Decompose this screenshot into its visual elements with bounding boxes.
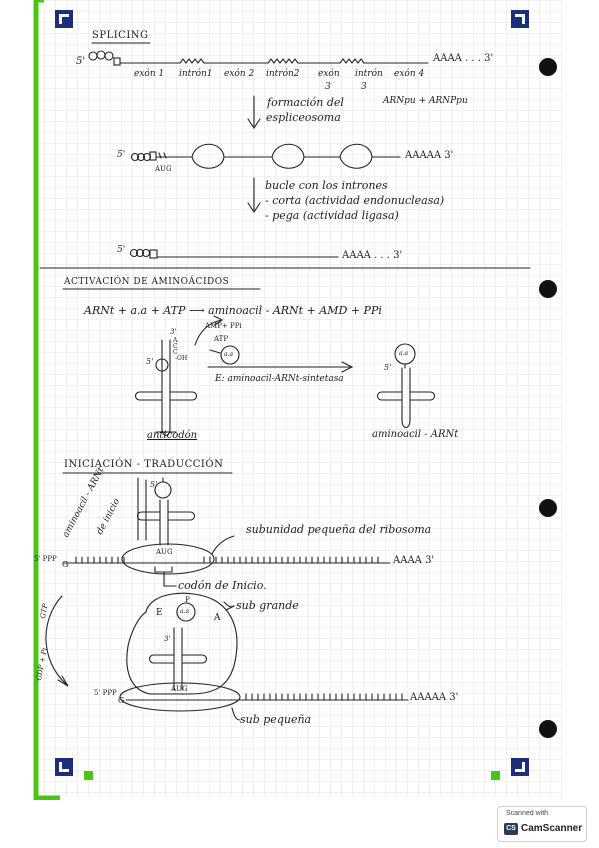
scanned-with-label: Scanned with [506,810,549,817]
segment-label: exón 4 [394,69,425,79]
activation-title: ACTIVACIÓN DE AMINOÁCIDOS [64,277,230,287]
camscanner-label: CamScanner [521,823,583,834]
segment-label: intrón2 [266,69,300,79]
step1-side-note: ARNpu + ARNPpu [383,96,468,106]
binder-hole [539,58,557,76]
aa-circle-label: a.a [399,350,409,357]
splicing-title: SPLICING [92,30,149,41]
aug-label: AUG [171,685,188,693]
five-prime-label: 5' [76,56,86,67]
five-prime-label: 5' [117,150,126,160]
handwritten-drawings [39,42,531,721]
aug-label: AUG [155,165,172,173]
five-prime-label: 5' [117,245,126,255]
small-subunit-label: subunidad pequeña del ribosoma [246,523,432,536]
five-prime-label: 5' [146,357,154,366]
poly-a-tail: AAAA 3' [393,555,435,566]
mrna-five-prime-cap: 5' PPP [34,555,57,563]
camscanner-badge: Scanned with CS CamScanner [497,806,587,842]
green-marker-right [491,771,500,780]
aa-circle-label: a.a [224,351,234,358]
step2-line2: - corta (actividad endonucleasa) [265,194,445,207]
green-marker-left [84,771,93,780]
acc-letter: C [173,349,178,356]
g-cap-label: G [118,696,125,705]
segment-label: exón [318,69,340,79]
corner-marker-top-right [511,10,529,28]
binder-hole [539,280,557,298]
step2-line3: - pega (actividad ligasa) [265,209,399,222]
binder-hole [539,720,557,738]
corner-marker-bottom-right [511,758,529,776]
e-site-label: E [156,608,163,618]
anticodon-caption: anticodón [147,430,198,441]
binder-hole [539,499,557,517]
camscanner-logo-icon: CS [504,823,518,835]
notebook-page: SPLICING 5' AAAA . . . 3' exón 1 intrón1… [33,0,562,800]
corner-marker-bottom-left [55,758,73,776]
three-prime-label: 3' [164,635,171,643]
large-subunit-label: sub grande [236,599,299,612]
p-site-label: P [185,596,190,604]
step1-line1: formación del [267,96,344,109]
five-prime-label: 5' [384,363,392,372]
segment-label: intrón [355,69,383,79]
a-site-label: A [214,613,221,623]
mrna-five-prime-cap: 5' PPP [94,689,117,697]
enzyme-label: E: aminoacil-ARNt-sintetasa [215,374,344,384]
atp-label: ATP [214,335,229,343]
amp-ppi-label: AMP+ PPi [205,322,242,330]
poly-a-tail: AAAAA 3' [410,692,459,703]
initiation-title: INICIACIÓN - TRADUCCIÓN [64,459,224,470]
oh-label: -OH [175,355,188,362]
segment-number: 3 [325,82,331,92]
segment-label: exón 2 [224,69,255,79]
acc-letter: A [173,337,178,344]
aminoacyl-trna-caption: aminoacil - ARNt [372,429,459,440]
poly-a-tail: AAAA . . . 3' [342,250,403,261]
small-subunit-label: sub pequeña [240,713,312,726]
aug-label: AUG [156,548,173,556]
activation-equation: ARNt + a.a + ATP ⟶ aminoacil - ARNt + AM… [84,304,382,317]
start-codon-label: codón de Inicio. [178,579,267,592]
three-prime-label: 3' [170,328,177,336]
poly-a-tail: AAAAA 3' [405,150,454,161]
step1-line2: espliceosoma [266,111,341,124]
corner-marker-top-left [55,10,73,28]
five-prime-label: 5' [150,480,158,489]
aa-circle-label: a.a [180,608,190,615]
segment-label: exón 1 [134,69,165,79]
g-cap-label: G [62,560,69,569]
poly-a-tail: AAAA . . . 3' [433,53,494,64]
step2-line1: bucle con los intrones [265,179,388,192]
segment-label: intrón1 [179,69,213,79]
segment-number: 3 [361,82,367,92]
acc-letter: C [173,343,178,350]
